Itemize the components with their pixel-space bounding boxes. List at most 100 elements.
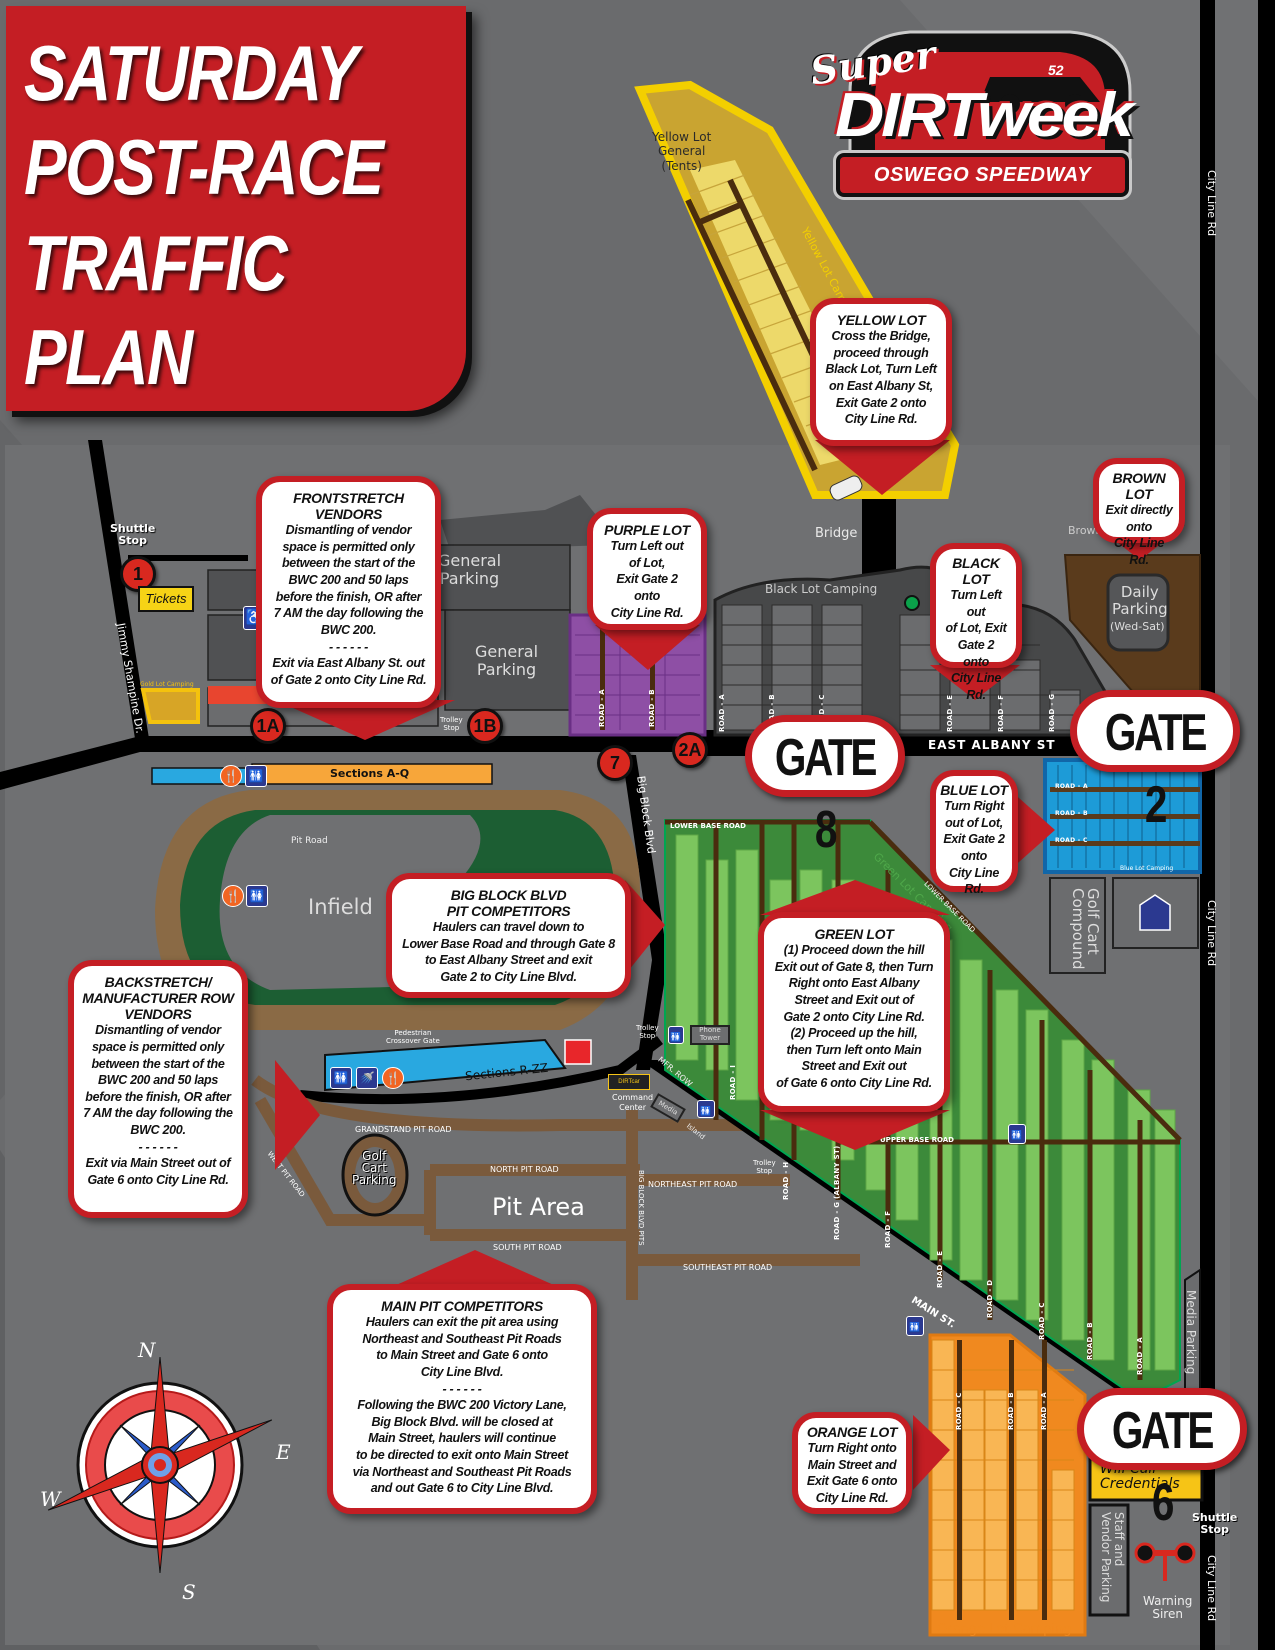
- lower-base-road-label-top: LOWER BASE ROAD: [670, 822, 746, 830]
- callout-purple-lot-title: PURPLE LOT: [604, 522, 690, 538]
- dirtcar-logo-icon: DIRTcar: [608, 1074, 650, 1090]
- callout-backstretch-vendors-title: BACKSTRETCH/ MANUFACTURER ROW VENDORS: [82, 974, 234, 1023]
- title-panel: SATURDAY POST-RACE TRAFFIC PLAN: [6, 6, 466, 411]
- restroom-icon-infield: 🚻: [246, 885, 268, 907]
- shuttle-stop-label-1: Shuttle Stop: [110, 522, 156, 548]
- gate-8-label: GATE 8: [774, 729, 878, 859]
- marker-7: 7: [597, 745, 633, 781]
- south-pit-road-label: SOUTH PIT ROAD: [493, 1243, 562, 1252]
- compass-east-label: E: [276, 1440, 291, 1464]
- callout-yellow-lot: YELLOW LOT Cross the Bridge, proceed thr…: [810, 298, 952, 446]
- title-line-2: POST-RACE: [24, 123, 384, 211]
- general-parking-label-1: General Parking: [438, 551, 502, 589]
- restroom-icon-mfr-row: 🚻: [697, 1100, 715, 1118]
- blue-road-b-label: ROAD - B: [1055, 810, 1088, 817]
- compass-north-label: N: [138, 1338, 156, 1362]
- callout-green-lot-title: GREEN LOT: [814, 926, 894, 942]
- restroom-icon: 🚻: [245, 765, 267, 787]
- shower-icon: 🚿: [356, 1067, 378, 1089]
- blue-road-c-label: ROAD - C: [1055, 837, 1088, 844]
- phone-tower-label: Phone Tower: [690, 1025, 730, 1045]
- title-line-3: TRAFFIC: [24, 219, 288, 307]
- pit-road-label: Pit Road: [291, 836, 328, 846]
- callout-main-pit-body: Haulers can exit the pit area using Nort…: [352, 1315, 572, 1496]
- callout-frontstretch-vendors-title: FRONTSTRETCH VENDORS: [293, 490, 404, 523]
- marker-2a: 2A: [672, 732, 708, 768]
- compass-south-label: S: [182, 1580, 196, 1604]
- callout-main-pit: MAIN PIT COMPETITORS Haulers can exit th…: [327, 1284, 597, 1514]
- callout-main-pit-title: MAIN PIT COMPETITORS: [381, 1298, 543, 1314]
- callout-big-block-blvd: BIG BLOCK BLVD PIT COMPETITORS Haulers c…: [386, 873, 631, 998]
- warning-siren-label: Warning Siren: [1143, 1594, 1193, 1622]
- upper-base-road-label: UPPER BASE ROAD: [880, 1136, 954, 1144]
- food-icon-infield: 🍴: [222, 885, 244, 907]
- callout-black-lot-body: Turn Left out of Lot, Exit Gate 2 onto C…: [945, 588, 1007, 702]
- callout-green-lot-body: (1) Proceed down the hill Exit out of Ga…: [774, 943, 934, 1091]
- callout-frontstretch-vendors-body: Dismantling of vendor space is permitted…: [270, 523, 427, 687]
- marker-1b: 1B: [467, 708, 503, 744]
- logo-badge-icon: [848, 30, 1132, 174]
- callout-big-block-blvd-title: BIG BLOCK BLVD PIT COMPETITORS: [446, 887, 571, 920]
- callout-blue-lot-body: Turn Right out of Lot, Exit Gate 2 onto …: [943, 799, 1005, 897]
- command-center-label: Command Center: [612, 1093, 654, 1112]
- callout-big-block-blvd-body: Haulers can travel down to Lower Base Ro…: [402, 920, 615, 985]
- logo-dirtweek-text: DIRTweek: [835, 81, 1134, 150]
- bridge-label: Bridge: [815, 526, 858, 541]
- gate-2-label: GATE 2: [1104, 704, 1208, 834]
- logo-car-number: 52: [1048, 62, 1064, 78]
- daily-parking-days-label: (Wed-Sat): [1110, 620, 1165, 633]
- marker-1a: 1A: [250, 708, 286, 744]
- blue-lot-camping-label: Blue Lot Camping: [1120, 865, 1174, 872]
- gate-8-badge: GATE 8: [745, 715, 905, 859]
- shuttle-stop-label-2: Shuttle Stop: [1192, 1511, 1238, 1537]
- orange-lot-camping-label: Orange Lot Camping: [937, 1622, 1072, 1637]
- restroom-icon-grandstand: 🚻: [330, 1067, 352, 1089]
- restroom-icon-main-st: 🚻: [906, 1316, 924, 1336]
- infield-label: Infield: [308, 895, 373, 919]
- sections-a-q-label: Sections A-Q: [330, 767, 410, 780]
- callout-orange-lot-title: ORANGE LOT: [806, 1424, 898, 1440]
- northeast-pit-road-label: NORTHEAST PIT ROAD: [648, 1180, 738, 1189]
- restroom-icon-green-lot: 🚻: [1008, 1124, 1026, 1144]
- callout-purple-lot-body: Turn Left out of Lot, Exit Gate 2 onto C…: [610, 539, 684, 620]
- north-pit-road-label: NORTH PIT ROAD: [490, 1165, 559, 1174]
- callout-brown-lot-body: Exit directly onto City Line Rd.: [1105, 503, 1173, 568]
- callout-blue-lot: BLUE LOT Turn Right out of Lot, Exit Gat…: [930, 770, 1018, 896]
- gate-2-badge: GATE 2: [1070, 690, 1240, 834]
- title-line-4: PLAN: [24, 313, 193, 401]
- gate-6-badge: GATE 6: [1077, 1388, 1247, 1532]
- callout-black-lot-title: BLACK LOT: [952, 555, 1000, 588]
- trolley-stop-label-2: Trolley Stop: [636, 1024, 659, 1040]
- callout-black-lot: BLACK LOT Turn Left out of Lot, Exit Gat…: [930, 543, 1022, 702]
- east-albany-st-label: EAST ALBANY ST: [928, 738, 1056, 752]
- grandstand-pit-road-label: GRANDSTAND PIT ROAD: [355, 1125, 452, 1134]
- callout-backstretch-vendors-body: Dismantling of vendor space is permitted…: [83, 1023, 233, 1187]
- callout-brown-lot: BROWN LOT Exit directly onto City Line R…: [1093, 458, 1185, 567]
- pedestrian-crossover-gate-label: Pedestrian Crossover Gate: [386, 1029, 440, 1045]
- golf-cart-parking-label: Golf Cart Parking: [352, 1149, 397, 1187]
- callout-yellow-lot-body: Cross the Bridge, proceed through Black …: [825, 329, 937, 427]
- callout-blue-lot-title: BLUE LOT: [940, 782, 1008, 798]
- blue-road-a-label: ROAD - A: [1055, 783, 1088, 790]
- trolley-stop-label-1: Trolley Stop: [440, 716, 463, 732]
- gold-lot-camping-label: Gold Lot Camping: [140, 681, 194, 688]
- restroom-icon-trolley: 🚻: [668, 1026, 684, 1044]
- callout-green-lot: GREEN LOT (1) Proceed down the hill Exit…: [758, 912, 950, 1112]
- compass-west-label: W: [40, 1487, 61, 1511]
- callout-backstretch-vendors: BACKSTRETCH/ MANUFACTURER ROW VENDORS Di…: [68, 960, 248, 1218]
- pit-area-label: Pit Area: [492, 1193, 585, 1221]
- compass-rose-graphic: [47, 1356, 273, 1574]
- callout-orange-lot-body: Turn Right onto Main Street and Exit Gat…: [806, 1441, 898, 1505]
- daily-parking-label: Daily Parking: [1112, 583, 1168, 619]
- yellow-lot-general-label: Yellow Lot General (Tents): [652, 130, 712, 173]
- callout-brown-lot-title: BROWN LOT: [1112, 470, 1166, 503]
- food-icon-grandstand: 🍴: [382, 1067, 404, 1089]
- logo-venue-text: OSWEGO SPEEDWAY: [833, 150, 1132, 200]
- black-lot-camping-label: Black Lot Camping: [765, 582, 878, 596]
- callout-orange-lot: ORANGE LOT Turn Right onto Main Street a…: [792, 1412, 912, 1514]
- callout-yellow-lot-title: YELLOW LOT: [836, 312, 926, 328]
- gate-6-label: GATE 6: [1111, 1402, 1215, 1532]
- food-icon: 🍴: [220, 765, 242, 787]
